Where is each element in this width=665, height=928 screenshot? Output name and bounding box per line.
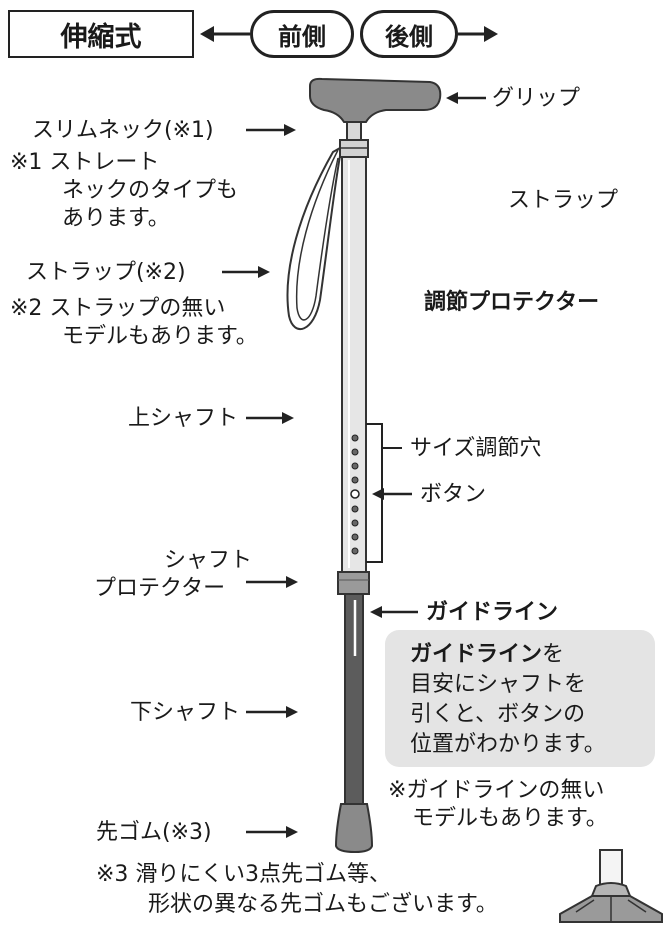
adjust-holes — [351, 434, 359, 555]
button-label: ボタン — [420, 482, 487, 507]
rubber-tip-shape — [334, 803, 374, 854]
grip-label: グリップ — [492, 86, 581, 111]
guide-note-line1: ※ガイドラインの無い — [388, 778, 605, 803]
guide-box — [385, 630, 655, 767]
tripod-tip-illustration — [559, 849, 663, 923]
button-shape — [350, 489, 360, 499]
back-pill: 後側 — [360, 10, 458, 58]
title-text: 伸縮式 — [60, 21, 142, 53]
slim-neck-label: スリムネック(※1) — [32, 118, 214, 143]
front-arrow-icon — [200, 26, 250, 42]
strap-shape — [286, 146, 341, 330]
front-pill: 前側 — [250, 10, 354, 58]
note1-line1: ※1 ストレート — [10, 150, 160, 175]
strap-right-label: ストラップ — [508, 188, 619, 213]
lower-shaft-label: 下シャフト — [130, 700, 241, 725]
title-box: 伸縮式 — [8, 10, 194, 58]
upper-shaft-shape — [341, 156, 367, 573]
adjust-protector-label: 調節プロテクター — [424, 290, 600, 315]
note2-line2: モデルもあります。 — [62, 324, 258, 349]
guide-note-line2: モデルもあります。 — [412, 806, 608, 831]
note2-line1: ※2 ストラップの無い — [10, 296, 226, 321]
guide-box-line1-rest: を — [542, 642, 565, 667]
shaft-protector-shape — [337, 571, 370, 595]
strap-left-label: ストラップ(※2) — [26, 260, 186, 285]
shaft-protector-label-1: シャフト — [164, 548, 253, 573]
front-label: 前側 — [278, 22, 326, 51]
guide-box-line1: ガイドラインを — [410, 640, 564, 669]
back-arrow-icon — [458, 26, 498, 42]
guide-box-line4: 位置がわかります。 — [410, 732, 606, 757]
upper-shaft-label: 上シャフト — [128, 406, 239, 431]
tip-label: 先ゴム(※3) — [96, 820, 212, 845]
guide-box-line3: 引くと、ボタンの — [410, 702, 586, 727]
note1-line3: あります。 — [62, 206, 170, 231]
note1-line2: ネックのタイプも — [62, 178, 239, 203]
guideline-label: ガイドライン — [426, 600, 559, 625]
grip-shape — [309, 77, 442, 123]
guide-box-line2: 目安にシャフトを — [410, 672, 587, 697]
note3-line2: 形状の異なる先ゴムもございます。 — [148, 892, 498, 917]
pointer-arrows — [222, 124, 298, 838]
note3-line1: ※3 滑りにくい3点先ゴム等、 — [96, 862, 391, 887]
slim-neck-shape — [346, 121, 362, 141]
shaft-protector-label-2: プロテクター — [94, 576, 226, 601]
back-label: 後側 — [385, 22, 433, 51]
pointer-arrows-left — [370, 92, 486, 618]
guide-box-bold: ガイドライン — [410, 642, 543, 667]
adjust-holes-label: サイズ調節穴 — [410, 436, 542, 461]
